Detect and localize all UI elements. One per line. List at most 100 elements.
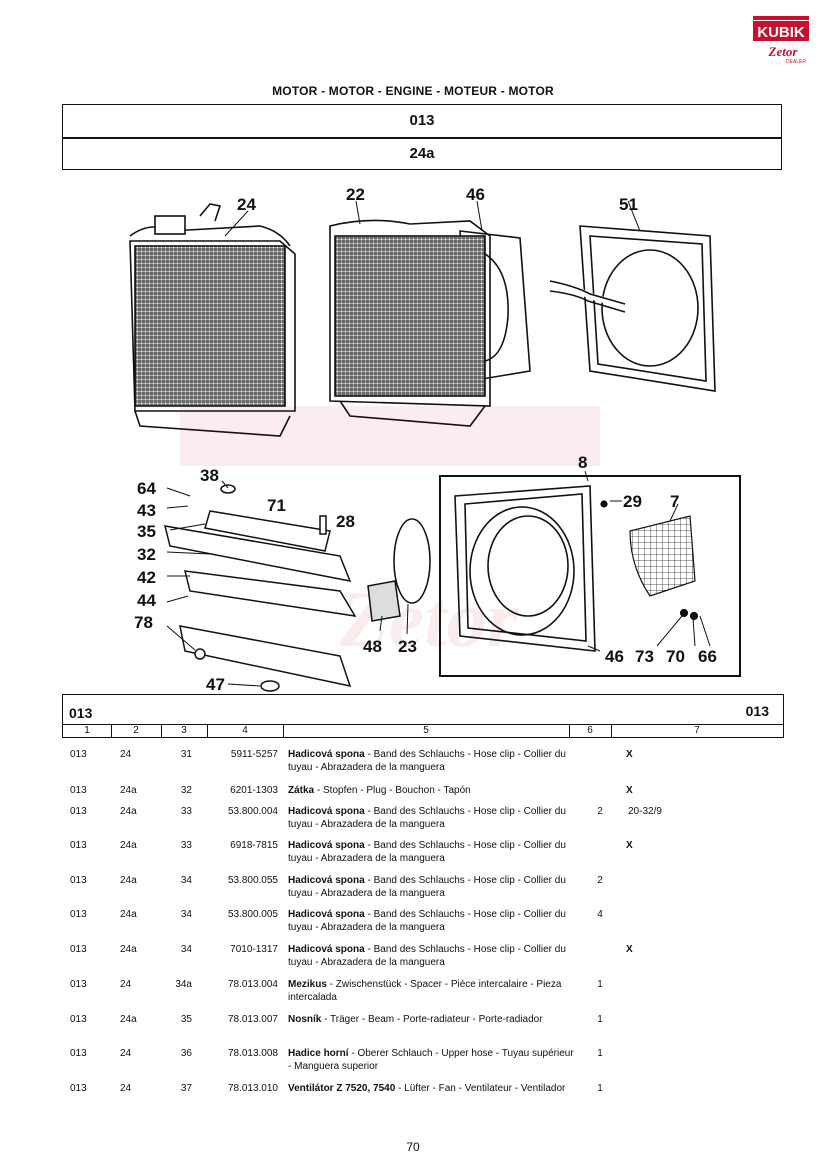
cell-note: X bbox=[626, 785, 633, 796]
fan-guard-7 bbox=[600, 500, 699, 621]
table-header: 013 013 bbox=[62, 694, 784, 724]
cell-c2: 24 bbox=[120, 979, 132, 990]
cell-c4: 78.013.008 bbox=[227, 1048, 278, 1059]
part-translations: - Band des Schlauchs - Hose clip - Colli… bbox=[288, 909, 566, 933]
cell-c3: 33 bbox=[180, 840, 192, 851]
callout-32: 32 bbox=[137, 545, 156, 564]
callout-71: 43 bbox=[137, 501, 156, 520]
callout-28: 28 bbox=[336, 512, 355, 531]
callout-64: 64 bbox=[137, 479, 156, 498]
assembly-box-8 bbox=[439, 475, 741, 677]
logo-text-top: KUBIK bbox=[757, 24, 805, 41]
cell-c4: 6918-7815 bbox=[230, 840, 278, 851]
cell-c1: 013 bbox=[70, 979, 87, 990]
cell-c4: 78.013.010 bbox=[227, 1083, 278, 1094]
cell-c2: 24a bbox=[120, 1014, 137, 1025]
logo-text-bottom: Zetor bbox=[768, 44, 799, 59]
callout-73: 73 bbox=[635, 647, 654, 666]
cell-description: Zátka - Stopfen - Plug - Bouchon - Tapón bbox=[288, 784, 578, 797]
callout-23: 23 bbox=[398, 637, 417, 656]
cell-description: Ventilátor Z 7520, 7540 - Lüfter - Fan -… bbox=[288, 1082, 578, 1095]
cell-c4: 5911-5257 bbox=[230, 749, 278, 760]
col-header-4: 4 bbox=[242, 725, 248, 736]
callout-48: 48 bbox=[363, 637, 382, 656]
cell-quantity: 1 bbox=[597, 1048, 603, 1059]
cell-c1: 013 bbox=[70, 875, 87, 886]
kubik-zetor-logo: KUBIK Zetor DEALER bbox=[753, 16, 809, 65]
cell-c4: 53.800.005 bbox=[227, 909, 278, 920]
cell-description: Hadicová spona - Band des Schlauchs - Ho… bbox=[288, 874, 578, 900]
callout-8: 8 bbox=[578, 453, 587, 472]
cell-c3: 34 bbox=[180, 944, 192, 955]
cell-quantity: 4 bbox=[597, 909, 603, 920]
callout-47: 47 bbox=[206, 675, 225, 694]
cell-c4: 53.800.004 bbox=[227, 806, 278, 817]
col-header-3: 3 bbox=[181, 725, 187, 736]
section-title: MOTOR - MOTOR - ENGINE - MOTEUR - MOTOR bbox=[272, 84, 554, 98]
callout-42: 42 bbox=[137, 568, 156, 587]
cell-c2: 24 bbox=[120, 1048, 132, 1059]
cell-description: Hadicová spona - Band des Schlauchs - Ho… bbox=[288, 748, 578, 774]
fan-shroud-51 bbox=[549, 225, 716, 392]
cell-c3: 34a bbox=[175, 979, 192, 990]
small-parts bbox=[367, 518, 431, 622]
part-name: Mezikus bbox=[288, 979, 327, 990]
shroud-46 bbox=[454, 485, 596, 652]
cell-quantity: 1 bbox=[597, 1014, 603, 1025]
callout-24: 24 bbox=[237, 195, 256, 214]
cell-c1: 013 bbox=[70, 944, 87, 955]
cell-c4: 6201-1303 bbox=[230, 785, 278, 796]
part-translations: - Träger - Beam - Porte-radiateur - Port… bbox=[321, 1014, 543, 1025]
part-translations: - Stopfen - Plug - Bouchon - Tapón bbox=[314, 785, 471, 796]
cell-c3: 31 bbox=[180, 749, 192, 760]
cell-c2: 24a bbox=[120, 806, 137, 817]
cell-c3: 32 bbox=[180, 785, 192, 796]
cell-c1: 013 bbox=[70, 840, 87, 851]
callout-44: 44 bbox=[137, 591, 156, 610]
cell-c2: 24a bbox=[120, 840, 137, 851]
cell-c4: 78.013.007 bbox=[227, 1014, 278, 1025]
callout-46-bottom: 46 bbox=[605, 647, 624, 666]
callout-22: 22 bbox=[346, 185, 365, 204]
cell-note: X bbox=[626, 944, 633, 955]
part-name: Hadicová spona bbox=[288, 909, 365, 920]
beam-parts bbox=[163, 484, 357, 692]
figure-code: 24a bbox=[62, 138, 782, 170]
col-header-1: 1 bbox=[84, 725, 90, 736]
callout-43: 71 bbox=[267, 496, 286, 515]
cell-c3: 35 bbox=[180, 1014, 192, 1025]
cell-c1: 013 bbox=[70, 909, 87, 920]
cell-quantity: 2 bbox=[597, 806, 603, 817]
radiator-22 bbox=[329, 219, 531, 427]
cell-c3: 37 bbox=[180, 1083, 192, 1094]
cell-c2: 24 bbox=[120, 749, 132, 760]
cell-description: Mezikus - Zwischenstück - Spacer - Pièce… bbox=[288, 978, 578, 1004]
part-translations: - Band des Schlauchs - Hose clip - Colli… bbox=[288, 806, 566, 830]
part-name: Hadicová spona bbox=[288, 944, 365, 955]
cell-note: X bbox=[626, 840, 633, 851]
cell-c4: 7010-1317 bbox=[230, 944, 278, 955]
part-name: Hadicová spona bbox=[288, 840, 365, 851]
cell-c1: 013 bbox=[70, 806, 87, 817]
cell-c2: 24 bbox=[120, 1083, 132, 1094]
cell-quantity: 1 bbox=[597, 979, 603, 990]
callout-66: 66 bbox=[698, 647, 717, 666]
table-code-right: 013 bbox=[745, 703, 769, 719]
cell-c4: 53.800.055 bbox=[227, 875, 278, 886]
cell-c4: 78.013.004 bbox=[227, 979, 278, 990]
cell-description: Hadice horní - Oberer Schlauch - Upper h… bbox=[288, 1047, 578, 1073]
cell-quantity: 2 bbox=[597, 875, 603, 886]
col-header-2: 2 bbox=[133, 725, 139, 736]
cell-note: 20-32/9 bbox=[628, 806, 662, 817]
part-translations: - Band des Schlauchs - Hose clip - Colli… bbox=[288, 875, 566, 899]
cell-description: Hadicová spona - Band des Schlauchs - Ho… bbox=[288, 943, 578, 969]
callout-38: 38 bbox=[200, 466, 219, 485]
callout-70: 70 bbox=[666, 647, 685, 666]
exploded-parts-diagram: Zetor bbox=[129, 185, 741, 694]
cell-description: Hadicová spona - Band des Schlauchs - Ho… bbox=[288, 805, 578, 831]
part-translations: - Zwischenstück - Spacer - Pièce interca… bbox=[288, 979, 562, 1003]
cell-c1: 013 bbox=[70, 749, 87, 760]
table-code-left: 013 bbox=[69, 705, 93, 721]
callout-46-top: 46 bbox=[466, 185, 485, 204]
cell-c2: 24a bbox=[120, 875, 137, 886]
